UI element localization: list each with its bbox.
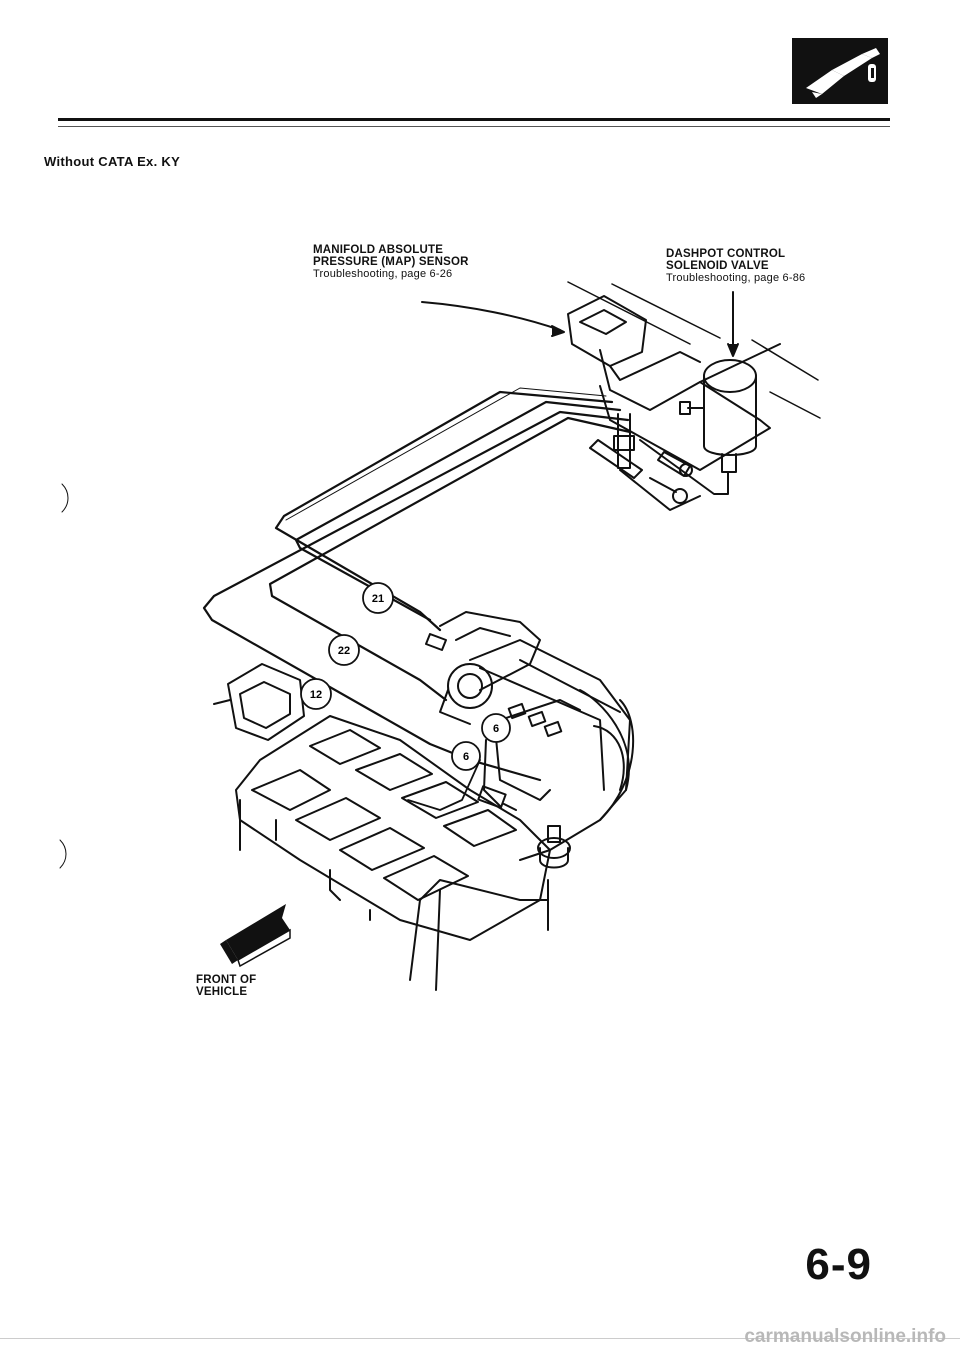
fuel-nozzle-icon [792,38,888,104]
callout-6a: 6 [493,723,499,735]
map-sensor-label: MANIFOLD ABSOLUTE PRESSURE (MAP) SENSOR … [313,244,469,280]
front-of-vehicle-label: FRONT OF VEHICLE [196,974,256,998]
page-number: 6-9 [805,1240,872,1289]
footer-rule [0,1338,960,1339]
dashpot-valve-label-line2: SOLENOID VALVE [666,260,769,272]
map-sensor-label-line1: MANIFOLD ABSOLUTE [313,244,444,256]
header-rule-thin [58,126,890,127]
front-label-line1: FRONT OF [196,974,257,986]
hose-loop-outer [274,390,614,632]
hose-loop-mid [294,400,622,622]
callout-22-circle [328,634,360,666]
dashpot-valve-label: DASHPOT CONTROL SOLENOID VALVE Troublesh… [666,248,805,284]
map-sensor-label-line2: PRESSURE (MAP) SENSOR [313,256,469,268]
throttle-body [439,611,541,691]
callout-22: 22 [338,645,350,657]
callout-21: 21 [372,593,384,605]
callout-12-circle [300,678,332,710]
front-arrow-icon [220,904,291,968]
map-sensor-leader [421,301,561,331]
callout-6b-circle [451,741,481,771]
callout-21-circle [362,582,394,614]
hose-loop-lower [202,410,630,782]
map-sensor-body [567,295,647,367]
dashpot-valve-ref: Troubleshooting, page 6-86 [666,272,806,284]
section-title: Without CATA Ex. KY [44,154,181,169]
map-sensor-ref: Troubleshooting, page 6-26 [313,268,453,280]
callout-12: 12 [310,689,322,701]
callout-6a-circle [481,713,511,743]
distributor [227,663,305,741]
hose-loop-inner [268,416,632,702]
dashpot-valve-label-line1: DASHPOT CONTROL [666,248,786,260]
hose-callouts: 21 22 12 6 6 [300,582,511,771]
front-label-line2: VEHICLE [196,986,248,998]
header-rule [58,118,890,121]
callout-6b: 6 [463,751,469,763]
watermark: carmanualsonline.info [744,1326,946,1347]
